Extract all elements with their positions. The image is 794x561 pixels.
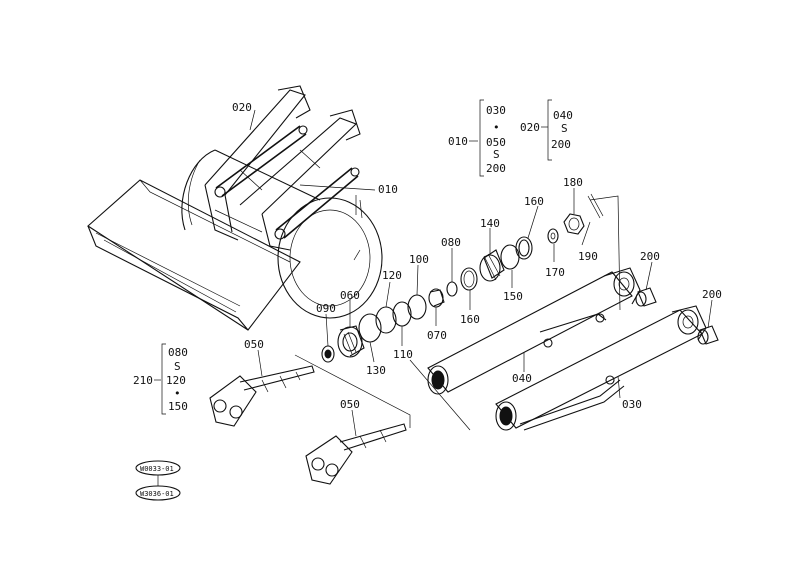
front-loader-assembly <box>87 85 383 331</box>
group-item-sep: S <box>493 148 500 161</box>
group-item-200b: 200 <box>551 138 571 151</box>
group-item-050: 050 <box>486 136 506 149</box>
group-item-200: 200 <box>486 162 506 175</box>
part-label-080: 080 <box>441 236 461 249</box>
stamp-oval-2 <box>135 485 181 501</box>
leader-020 <box>249 109 256 131</box>
part-label-180: 180 <box>563 176 583 189</box>
group-item-120: 120 <box>166 374 186 387</box>
part-label-190: 190 <box>578 250 598 263</box>
part-label-200-lower: 200 <box>702 288 722 301</box>
group-label-210: 210 <box>133 374 153 387</box>
part-label-010: 010 <box>378 183 398 196</box>
group-item-030: 030 <box>486 104 506 117</box>
part-label-040: 040 <box>512 372 532 385</box>
group-item-dot-2: • <box>174 387 181 400</box>
part-label-030: 030 <box>622 398 642 411</box>
assembly-group-bracket: 010 030 • 050 S 200 020 040 S 200 <box>448 99 573 177</box>
stamp-text-2: W3036-01 <box>140 490 174 498</box>
part-label-140: 140 <box>480 217 500 230</box>
cylinder-tubes <box>409 195 719 431</box>
group-label-010: 010 <box>448 135 468 148</box>
group-label-020: 020 <box>520 121 540 134</box>
part-label-100: 100 <box>409 253 429 266</box>
assembly-guide-line <box>294 354 411 428</box>
part-label-070: 070 <box>427 329 447 342</box>
part-label-200-upper: 200 <box>640 250 660 263</box>
group-item-150: 150 <box>168 400 188 413</box>
part-label-050-upper: 050 <box>244 338 264 351</box>
part-label-050-lower: 050 <box>340 398 360 411</box>
group-item-sep-3: S <box>174 360 181 373</box>
part-label-060: 060 <box>340 289 360 302</box>
part-label-150: 150 <box>503 290 523 303</box>
assembly-group-210: 210 080 S 120 • 150 <box>133 343 188 415</box>
part-label-090: 090 <box>316 302 336 315</box>
group-item-040: 040 <box>553 109 573 122</box>
part-label-020: 020 <box>232 101 252 114</box>
part-label-160-top: 160 <box>524 195 544 208</box>
part-label-160-bottom: 160 <box>460 313 480 326</box>
reference-stamps: W0033-01 W3036-01 <box>135 460 181 501</box>
group-item-dot: • <box>493 121 500 134</box>
part-label-110: 110 <box>393 348 413 361</box>
part-label-120: 120 <box>382 269 402 282</box>
group-item-sep-2: S <box>561 122 568 135</box>
seal-kit-parts <box>321 193 604 363</box>
part-label-130: 130 <box>366 364 386 377</box>
leader-010 <box>299 184 376 191</box>
part-label-170: 170 <box>545 266 565 279</box>
piston-rods <box>209 365 407 485</box>
group-item-080: 080 <box>168 346 188 359</box>
stamp-text-1: W0033-01 <box>140 465 174 473</box>
